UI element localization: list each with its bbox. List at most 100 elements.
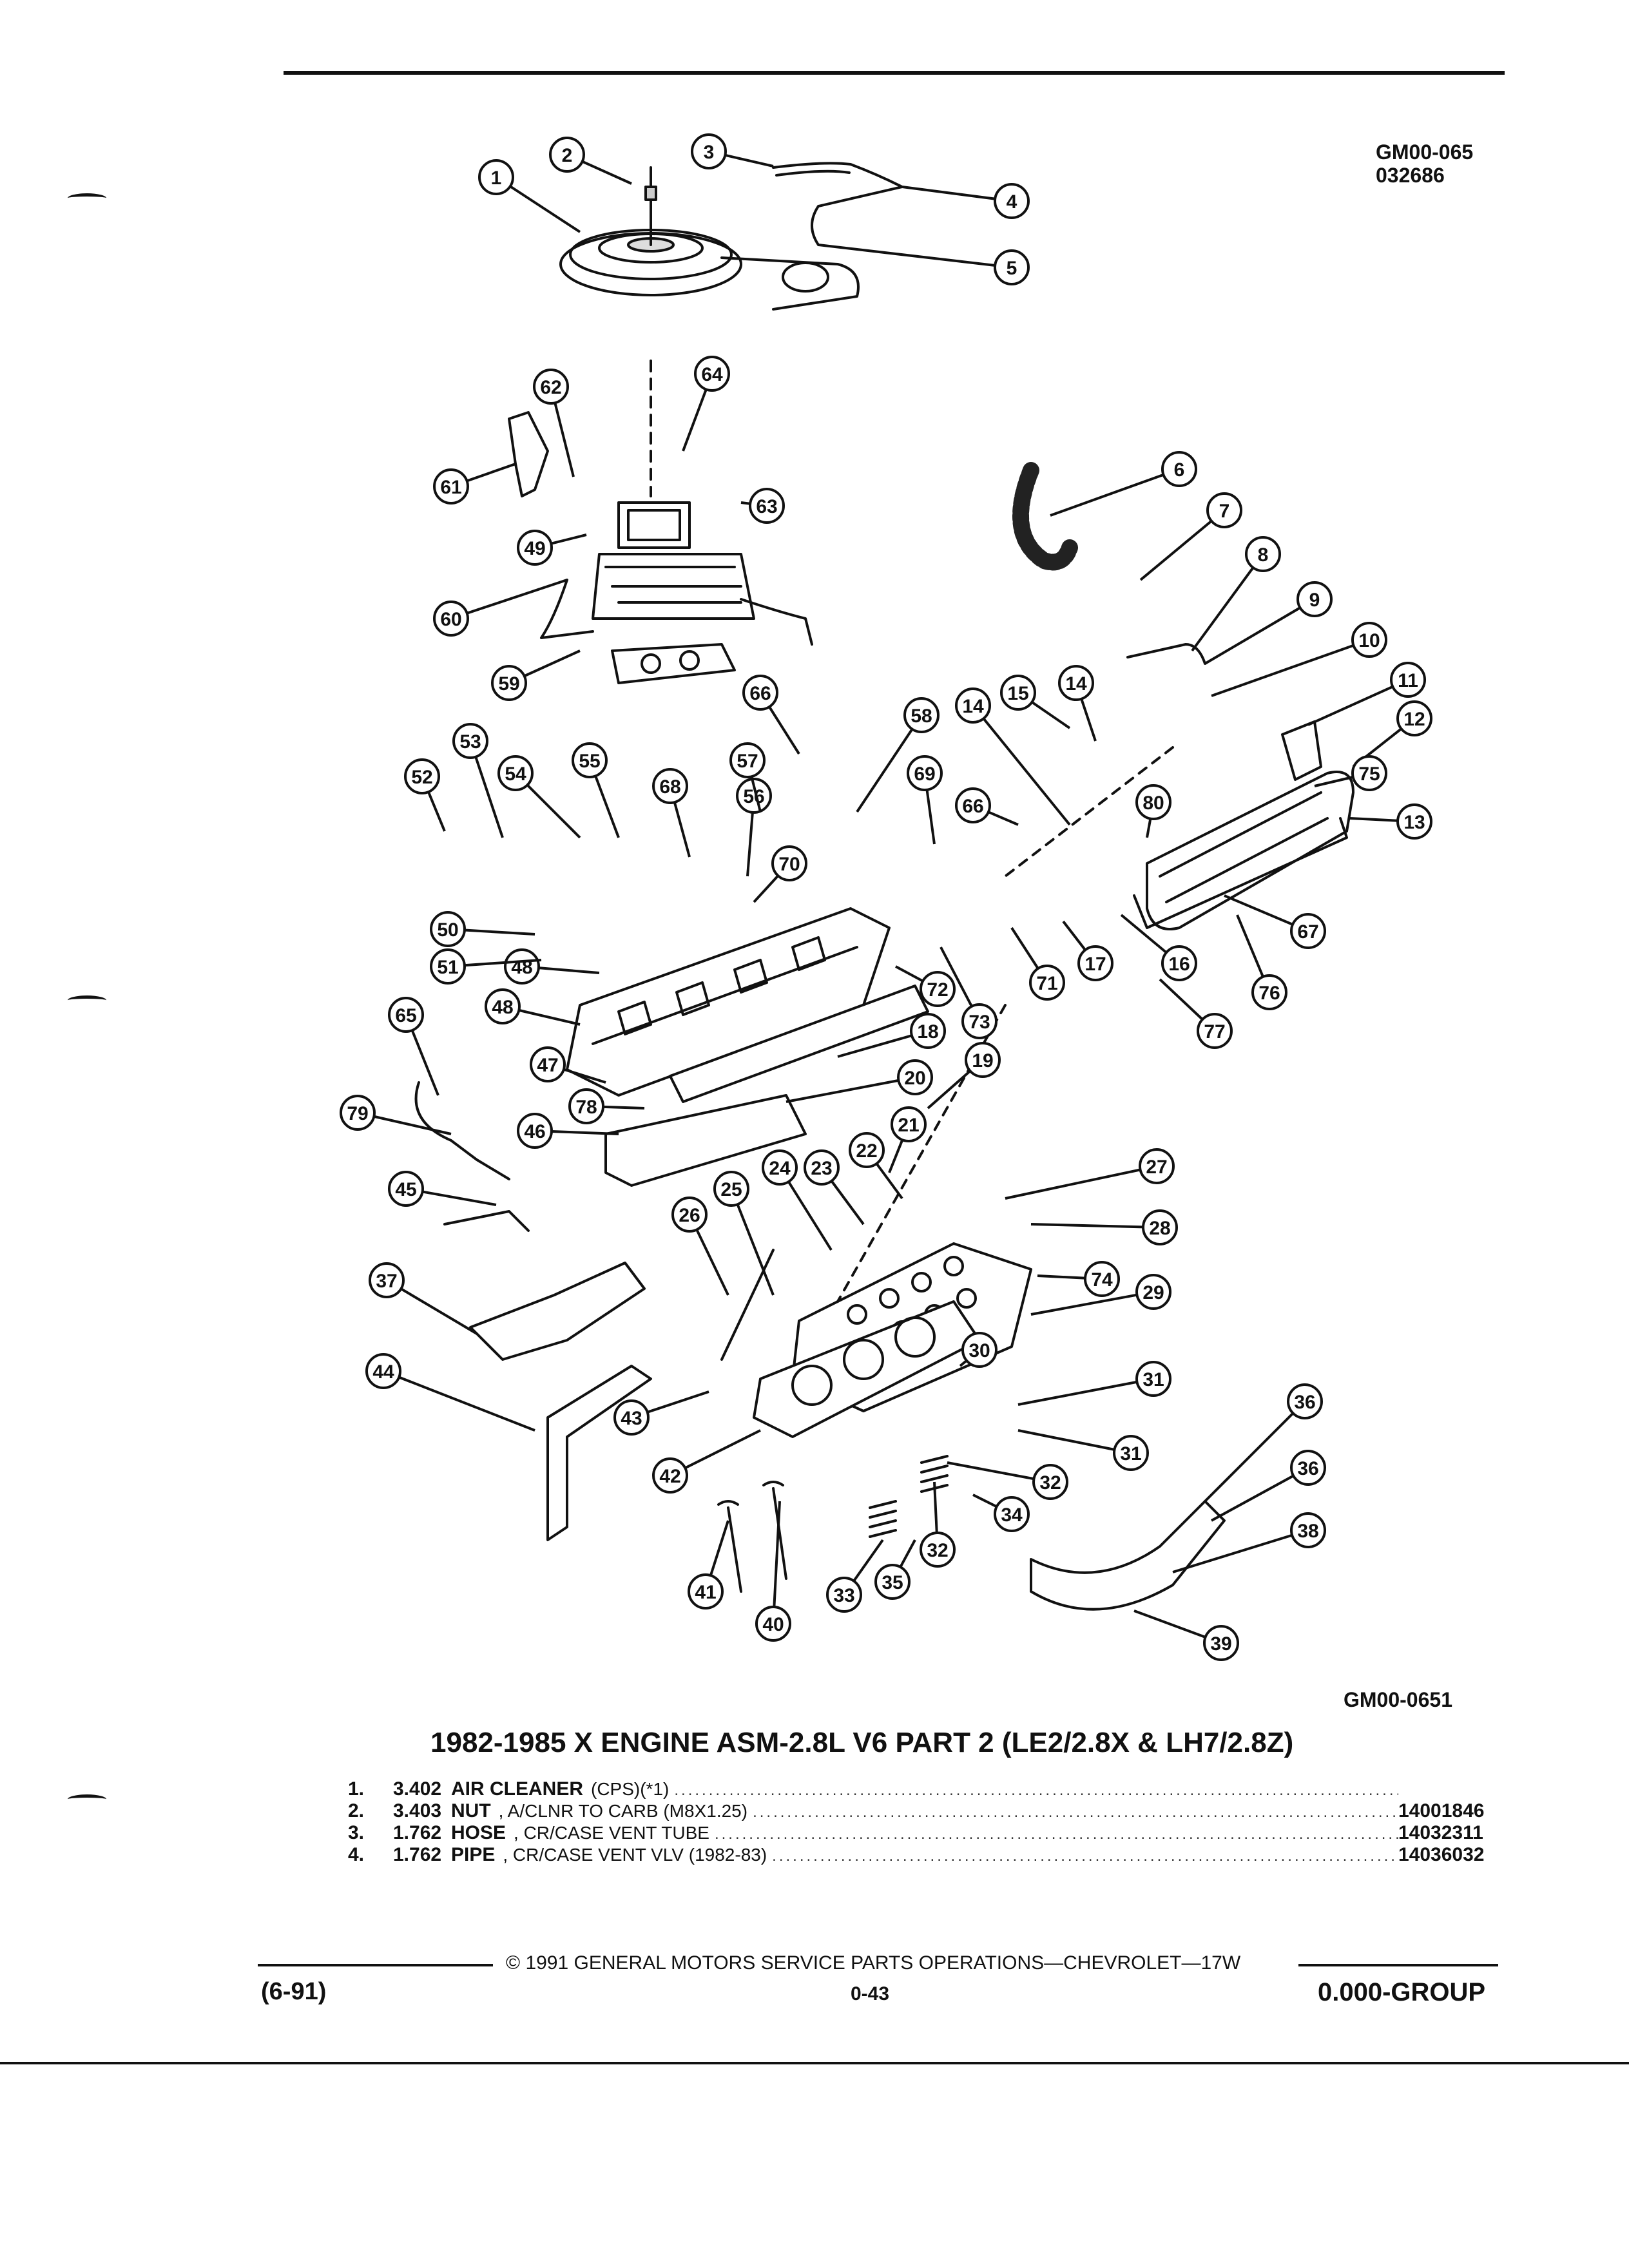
exhaust-manifold-part [1030, 1500, 1226, 1611]
callout-bubble [736, 778, 772, 814]
callout-number: 52 [411, 767, 432, 788]
leader-dots: ........................................… [753, 1803, 1398, 1821]
footer-copyright: © 1991 GENERAL MOTORS SERVICE PARTS OPER… [506, 1952, 1241, 1974]
callout-number: 25 [720, 1179, 742, 1200]
callout-number: 21 [898, 1115, 919, 1136]
callout-bubble [671, 1196, 708, 1233]
callout-bubble [369, 1262, 405, 1298]
callout-leader [1017, 1378, 1154, 1406]
callout-bubble [430, 948, 466, 985]
callout-number: 20 [904, 1068, 925, 1089]
callout-bubble [433, 468, 469, 505]
callout-leader [856, 714, 923, 813]
corrugated-hose-part [1012, 462, 1078, 571]
callout-bubble [504, 948, 540, 985]
callout-number: 17 [1084, 954, 1106, 975]
callout-bubble [804, 1149, 840, 1186]
egr-pipe-part [546, 1365, 652, 1541]
callout-bubble [517, 1113, 553, 1149]
callout-number: 77 [1204, 1021, 1225, 1043]
callout-number: 34 [1001, 1504, 1023, 1526]
callout-number: 41 [695, 1582, 716, 1603]
callout-number: 3 [704, 142, 715, 163]
callout-leader [730, 1188, 775, 1296]
callout-bubble [994, 1496, 1030, 1532]
callout-leader [1139, 509, 1226, 581]
callout-bubble [533, 369, 569, 405]
callout-leader [1191, 553, 1264, 652]
callout-bubble [1396, 803, 1432, 840]
callout-number: 58 [911, 706, 932, 727]
valve-part [762, 1481, 787, 1580]
part-number-index: 3. [348, 1822, 365, 1843]
callout-number: 61 [440, 477, 461, 498]
callout-number: 35 [882, 1572, 903, 1593]
callout-number: 32 [1039, 1472, 1061, 1494]
callout-bubble [652, 768, 688, 804]
callout-number: 59 [498, 673, 519, 695]
callout-bubble [1113, 1435, 1149, 1471]
callout-number: 71 [1036, 973, 1057, 994]
callout-number: 24 [769, 1158, 791, 1179]
diagram-code-top: GM00-065 032686 [1376, 140, 1473, 187]
part-code: 1.762 [393, 1844, 442, 1865]
callout-bubble [1351, 622, 1387, 658]
callout-leader [1204, 598, 1316, 665]
callout-bubble [1396, 700, 1432, 736]
part-description: , CR/CASE VENT VLV (1982-83) [503, 1845, 767, 1865]
callout-leader [1211, 1466, 1309, 1522]
callout-number: 64 [701, 364, 723, 385]
callout-number: 7 [1219, 501, 1230, 522]
part-gm-number: 14001846 [1398, 1800, 1485, 1821]
callout-number: 60 [440, 609, 461, 630]
callout-bubble [430, 911, 466, 947]
callout-bubble [1290, 913, 1326, 949]
callout-number: 49 [524, 538, 545, 559]
footer-rule-right [1298, 1964, 1498, 1966]
callout-number: 31 [1142, 1369, 1164, 1390]
callout-number: 66 [749, 683, 771, 704]
callout-bubble [1290, 1512, 1326, 1548]
rocker-cover-part [1133, 720, 1354, 930]
callout-bubble [613, 1399, 650, 1436]
callout-bubble [1290, 1450, 1326, 1486]
callout-number: 37 [376, 1271, 397, 1292]
callout-bubble [1029, 965, 1065, 1001]
head-gasket-part [753, 1300, 981, 1438]
valve-part [717, 1500, 742, 1593]
callout-bubble [491, 665, 527, 701]
callout-number: 30 [969, 1340, 990, 1361]
callout-number: 28 [1149, 1218, 1170, 1239]
callout-bubble [1287, 1383, 1323, 1419]
callout-number: 23 [811, 1158, 832, 1179]
callout-bubble [1245, 536, 1281, 572]
margin-mark [68, 1794, 106, 1804]
vent-tube-part [1126, 643, 1206, 665]
callout-bubble [729, 742, 766, 778]
part-name: PIPE [451, 1844, 496, 1865]
callout-number: 15 [1007, 683, 1028, 704]
callout-number: 14 [1065, 673, 1087, 695]
part-description: , CR/CASE VENT TUBE [514, 1823, 709, 1843]
callout-leader [901, 186, 1012, 202]
callout-number: 50 [437, 919, 458, 941]
callout-number: 14 [962, 696, 984, 717]
callout-bubble [452, 723, 488, 759]
callout-number: 29 [1142, 1282, 1164, 1303]
leader-dots: ........................................… [714, 1825, 1398, 1843]
callout-number: 27 [1146, 1157, 1167, 1178]
callout-bubble [404, 758, 440, 794]
callout-number: 43 [621, 1408, 642, 1429]
callout-bubble [1077, 945, 1113, 981]
callout-number: 16 [1168, 954, 1190, 975]
callout-number: 65 [395, 1005, 416, 1026]
callout-leader [383, 1370, 535, 1432]
part-number-index: 4. [348, 1844, 365, 1865]
callout-number: 70 [778, 854, 800, 875]
callout-number: 62 [540, 377, 561, 398]
